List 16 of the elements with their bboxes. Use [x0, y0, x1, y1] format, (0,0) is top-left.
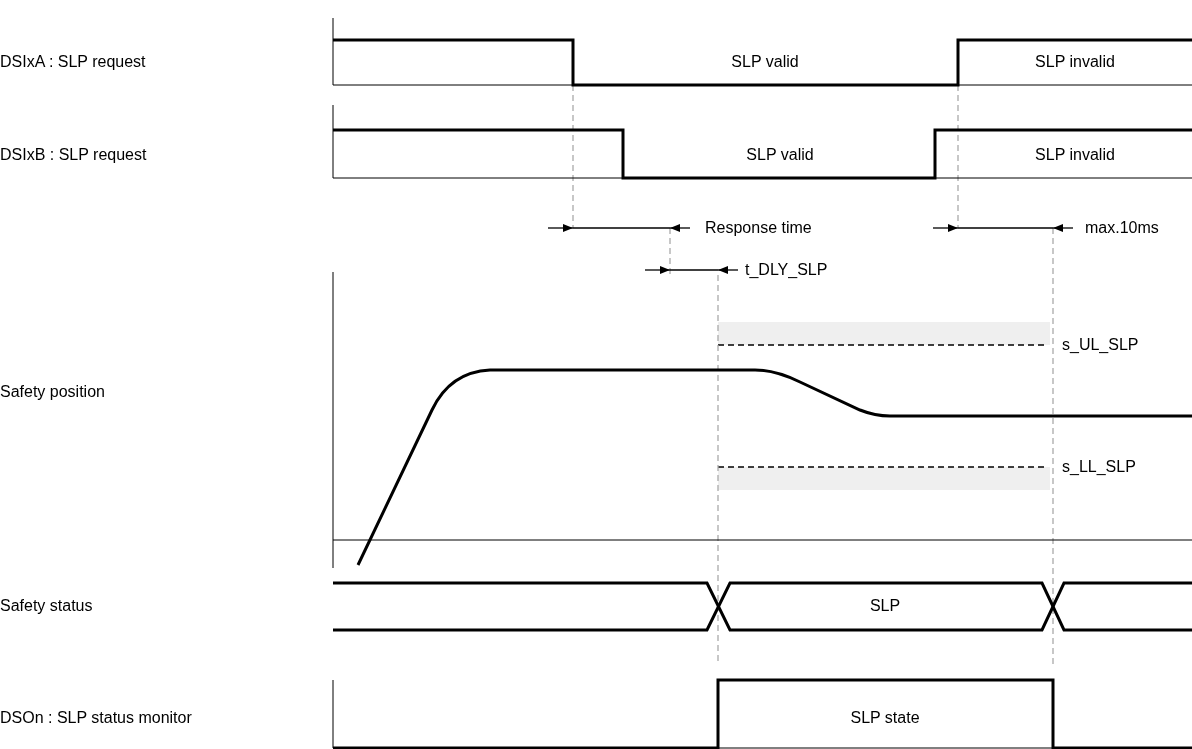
limit-label: s_UL_SLP [1062, 335, 1139, 355]
state-label: SLP state [850, 708, 920, 728]
signal-name: Safety position [0, 382, 105, 402]
limit-label: s_LL_SLP [1062, 457, 1136, 477]
dimension-label: max.10ms [1085, 218, 1159, 238]
state-label: SLP valid [746, 145, 814, 165]
dimension-label: t_DLY_SLP [745, 260, 828, 280]
signal-name: DSIxB : SLP request [0, 145, 147, 165]
state-label: SLP valid [731, 52, 799, 72]
dimension-label: Response time [705, 218, 812, 238]
state-label: SLP invalid [1035, 52, 1115, 72]
state-label: SLP [869, 596, 901, 616]
signal-name: DSOn : SLP status monitor [0, 708, 192, 728]
signal-name: Safety status [0, 596, 93, 616]
signal-name: DSIxA : SLP request [0, 52, 146, 72]
state-label: SLP invalid [1035, 145, 1115, 165]
